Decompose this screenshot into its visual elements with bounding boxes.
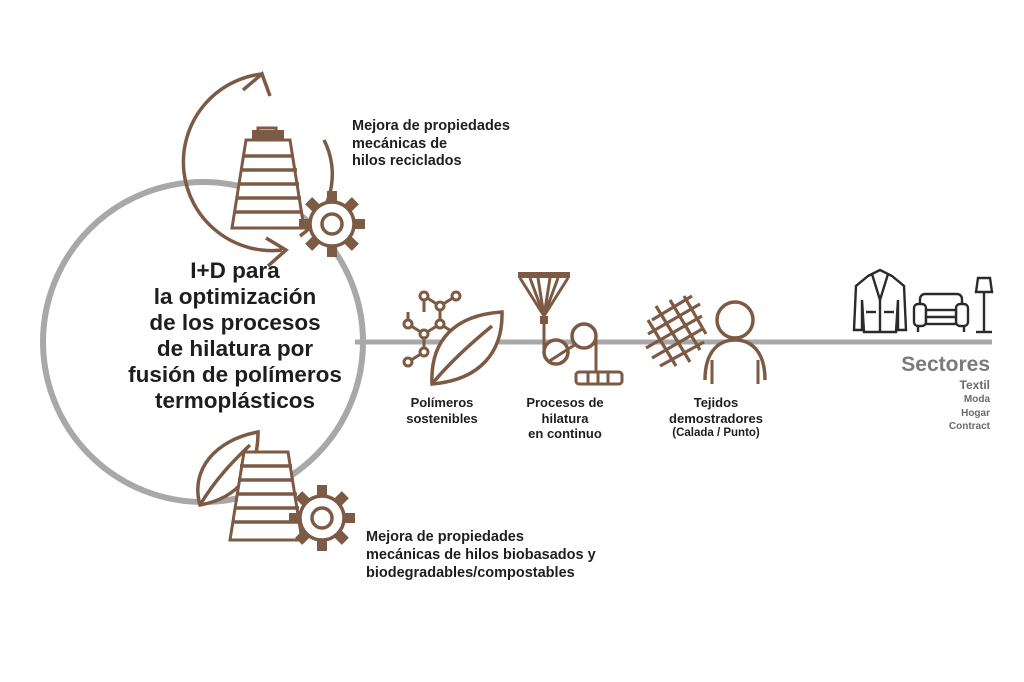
step-label: hilatura xyxy=(541,410,589,426)
sectors-title: Sectores xyxy=(901,353,990,376)
step-label: Polímeros xyxy=(410,395,474,410)
top-caption: Mejora de propiedades mecánicas de hilos… xyxy=(352,118,510,171)
center-title-line: de los procesos xyxy=(149,310,321,335)
armchair-icon xyxy=(912,292,970,332)
step-label: sostenibles xyxy=(406,410,478,426)
step-label: Tejidos xyxy=(693,395,739,410)
step-label: Procesos de xyxy=(526,395,604,410)
bottom-caption-line: biodegradables/compostables xyxy=(366,565,575,581)
top-caption-line: Mejora de propiedades xyxy=(352,118,510,134)
center-title-line: de hilatura por xyxy=(156,336,314,361)
center-title-line: la optimización xyxy=(153,284,317,309)
recycled-yarn-cone-icon xyxy=(181,71,365,268)
sector-item: Moda xyxy=(963,394,990,405)
sectors-subtitle: Textil xyxy=(959,378,990,392)
top-caption-line: mecánicas de xyxy=(352,135,448,152)
biobased-yarn-cone-icon xyxy=(196,429,355,551)
gear-icon xyxy=(289,485,355,551)
sector-item: Contract xyxy=(948,421,990,432)
center-title-line: I+D para xyxy=(190,258,280,283)
bottom-caption-line: Mejora de propiedades xyxy=(366,529,524,545)
center-title: I+D para la optimización de los procesos… xyxy=(85,258,385,414)
bottom-caption: Mejora de propiedades mecánicas de hilos… xyxy=(366,528,596,582)
step-sublabel: (Calada / Punto) xyxy=(672,427,760,439)
center-title-line: fusión de polímeros xyxy=(128,362,342,387)
floor-lamp-icon xyxy=(974,276,994,334)
top-caption-line: hilos reciclados xyxy=(352,153,462,169)
gear-icon xyxy=(299,191,365,257)
step-label: en continuo xyxy=(528,426,602,441)
step-spinning-processes: Procesos de hilatura en continuo xyxy=(506,395,624,442)
center-title-line: termoplásticos xyxy=(154,388,316,413)
spinning-machine-icon xyxy=(518,272,624,386)
step-sustainable-polymers: Polímeros sostenibles xyxy=(383,395,501,426)
fabric-icon xyxy=(645,294,767,384)
sectors-block: Sectores Textil Moda Hogar Contract xyxy=(901,352,990,434)
step-label: demostradores xyxy=(669,410,763,426)
jacket-icon xyxy=(852,268,908,334)
sector-item: Hogar xyxy=(961,407,990,419)
bottom-caption-line: mecánicas de hilos biobasados y xyxy=(366,547,596,563)
molecule-leaf-icon xyxy=(402,290,504,386)
step-demo-fabrics: Tejidos demostradores (Calada / Punto) xyxy=(646,395,786,442)
